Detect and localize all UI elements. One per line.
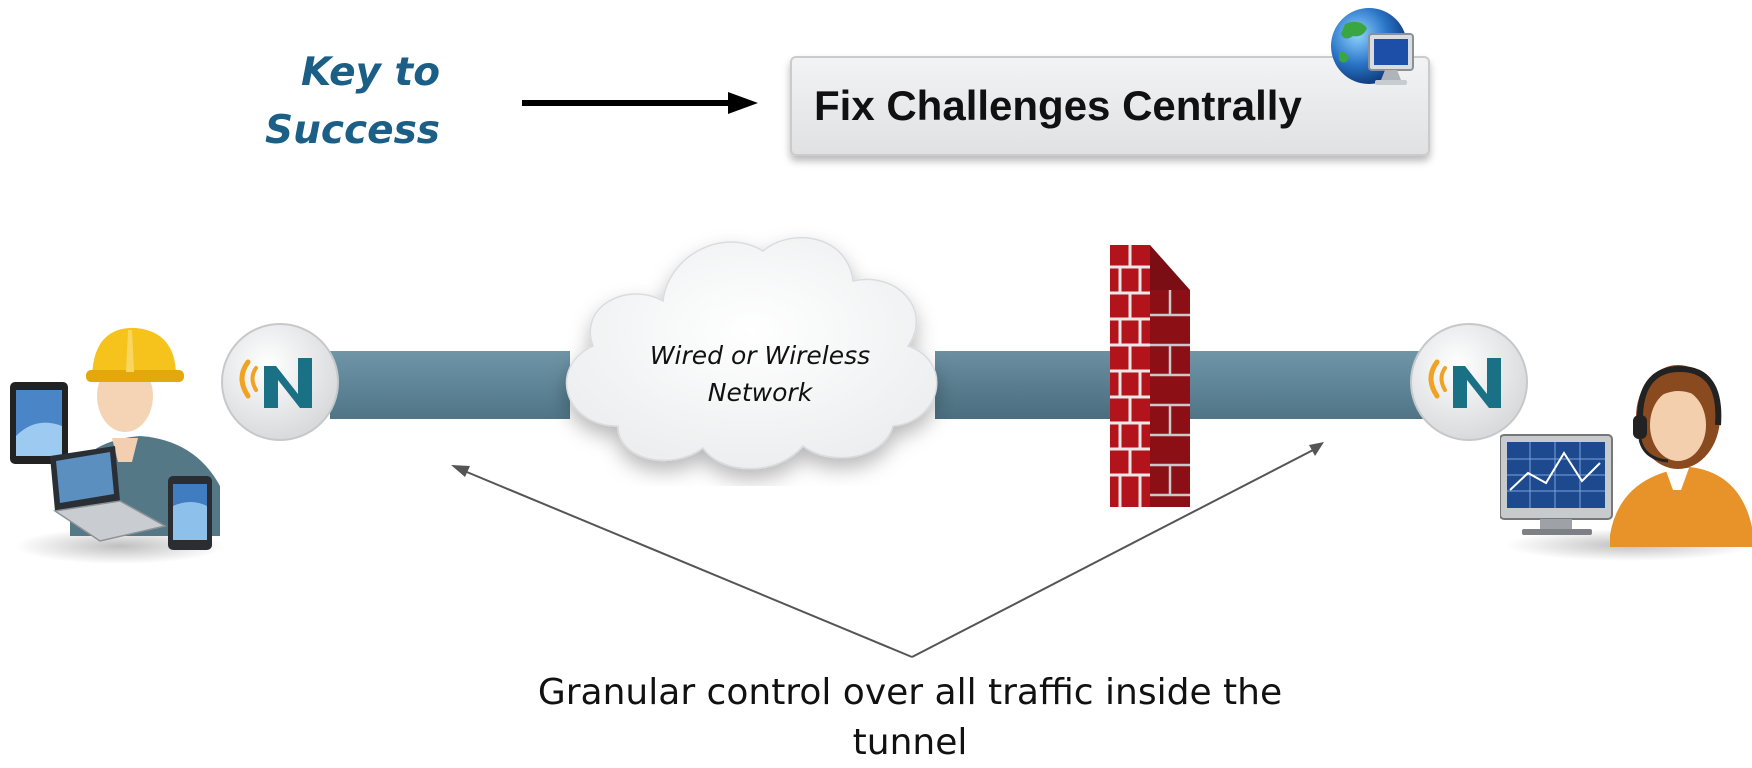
- firewall-icon: [1110, 245, 1190, 507]
- tunnel-segment-left: [330, 351, 570, 419]
- cloud-icon: [565, 236, 938, 470]
- banner-title: Fix Challenges Centrally: [814, 82, 1302, 129]
- globe-computer-icon: [1331, 8, 1414, 85]
- fix-challenges-banner: Fix Challenges Centrally: [790, 56, 1430, 156]
- n-logo-icon: [1410, 323, 1528, 441]
- granular-control-caption: Granular control over all traffic inside…: [537, 672, 1283, 763]
- tunnel-segment-middle: [935, 351, 1135, 419]
- key-to-success-title: Key to Success: [265, 50, 440, 153]
- tunnel-segment-right: [1185, 351, 1435, 419]
- n-logo-icon: [221, 323, 339, 441]
- network-label: Wired or Wireless Network: [649, 341, 871, 407]
- field-worker-icon: [10, 327, 225, 564]
- right-arrow-icon: [522, 92, 758, 114]
- support-agent-icon: [1500, 365, 1752, 561]
